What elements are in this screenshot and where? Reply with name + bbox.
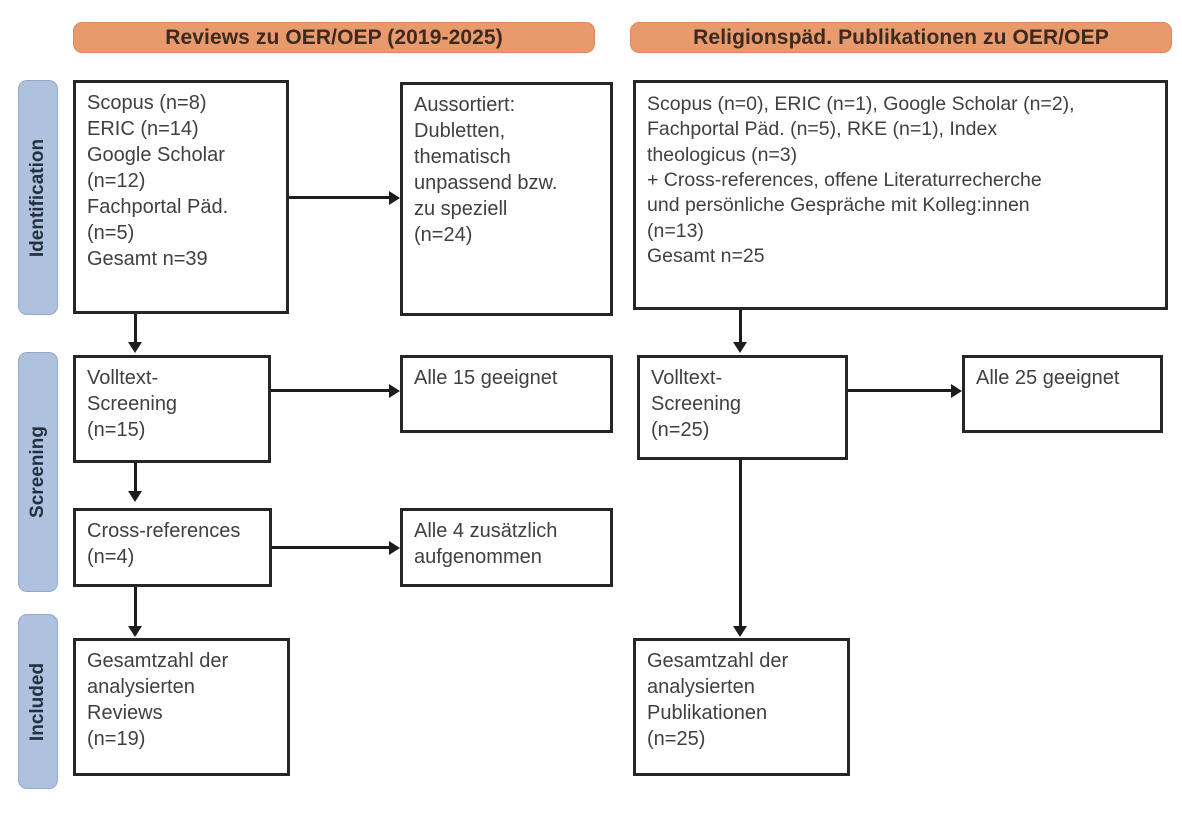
arrowhead-left-fulltext-to-crossrefs — [128, 491, 142, 502]
box-right-fulltext-screening: Volltext- Screening (n=25) — [637, 355, 848, 460]
connector-left-sources-to-fulltext — [134, 314, 137, 344]
arrowhead-left-crossrefs-to-result — [389, 541, 400, 555]
connector-left-crossrefs-to-included — [134, 587, 137, 628]
box-left-crossrefs: Cross-references (n=4) — [73, 508, 272, 587]
arrowhead-right-fulltext-to-included — [733, 626, 747, 637]
arrowhead-left-crossrefs-to-included — [128, 626, 142, 637]
arrowhead-left-sources-to-fulltext — [128, 342, 142, 353]
phase-label-identification-text: Identification — [27, 138, 49, 257]
phase-label-screening-text: Screening — [27, 426, 48, 518]
column-header-right: Religionspäd. Publikationen zu OER/OEP — [630, 22, 1172, 53]
arrowhead-right-sources-to-fulltext — [733, 342, 747, 353]
box-left-crossrefs-result: Alle 4 zusätzlich aufgenommen — [400, 508, 613, 587]
box-right-sources: Scopus (n=0), ERIC (n=1), Google Scholar… — [633, 80, 1168, 310]
phase-label-included-text: Included — [27, 662, 48, 741]
phase-label-identification: Identification — [18, 80, 58, 315]
box-right-included: Gesamtzahl der analysierten Publikatione… — [633, 638, 850, 776]
connector-left-fulltext-to-crossrefs — [134, 463, 137, 493]
connector-left-crossrefs-to-result — [272, 546, 389, 549]
connector-right-fulltext-to-result — [848, 389, 951, 392]
arrowhead-right-fulltext-to-result — [951, 384, 962, 398]
connector-left-sources-to-excluded — [289, 196, 389, 199]
connector-left-fulltext-to-result — [271, 389, 389, 392]
connector-right-fulltext-to-included — [739, 460, 742, 628]
phase-label-screening: Screening — [18, 352, 58, 592]
arrowhead-left-fulltext-to-result — [389, 384, 400, 398]
connector-right-sources-to-fulltext — [739, 310, 742, 344]
box-left-fulltext-screening: Volltext- Screening (n=15) — [73, 355, 271, 463]
arrowhead-left-sources-to-excluded — [389, 191, 400, 205]
phase-label-included: Included — [18, 614, 58, 789]
box-left-included: Gesamtzahl der analysierten Reviews (n=1… — [73, 638, 290, 776]
box-left-excluded: Aussortiert: Dubletten, thematisch unpas… — [400, 82, 613, 316]
box-right-fulltext-result: Alle 25 geeignet — [962, 355, 1163, 433]
column-header-left: Reviews zu OER/OEP (2019-2025) — [73, 22, 595, 53]
box-left-fulltext-result: Alle 15 geeignet — [400, 355, 613, 433]
box-left-sources: Scopus (n=8) ERIC (n=14) Google Scholar … — [73, 80, 289, 314]
